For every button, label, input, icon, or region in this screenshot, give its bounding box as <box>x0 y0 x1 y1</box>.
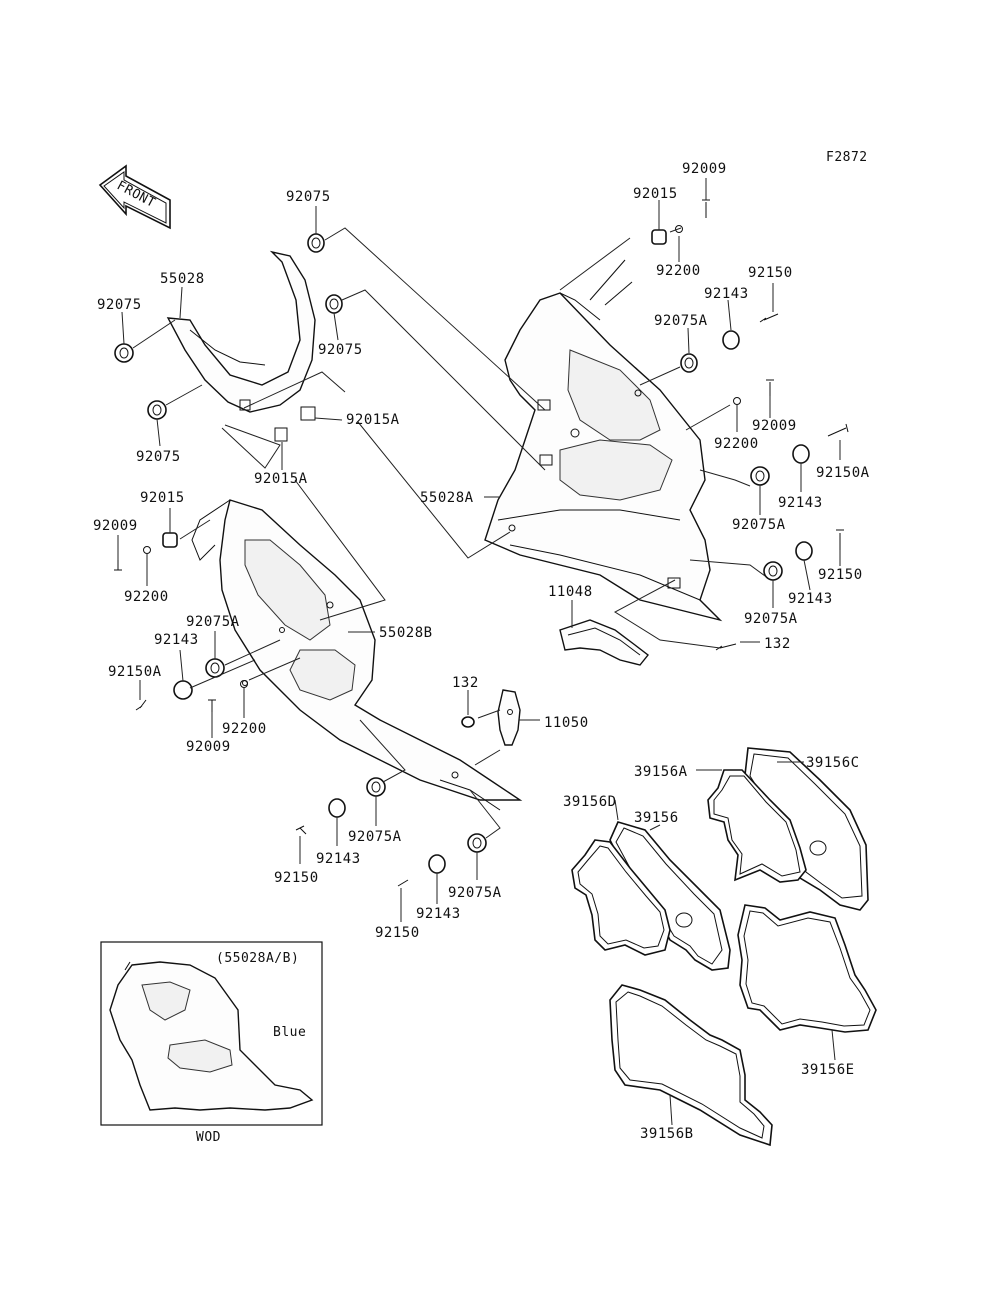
part-label: 92200 <box>124 589 169 605</box>
bracket-11050 <box>497 689 521 746</box>
leader-lines <box>117 178 841 922</box>
part-label: 92009 <box>752 418 797 434</box>
part-label: 55028A <box>420 490 474 506</box>
part-label: 11048 <box>548 584 593 600</box>
part-label: 92150A <box>816 465 870 481</box>
part-label: 92143 <box>704 286 749 302</box>
part-label: 92200 <box>714 436 759 452</box>
part-label: 39156B <box>640 1126 694 1142</box>
part-label: 92075 <box>97 297 142 313</box>
part-label: 92075 <box>286 189 331 205</box>
part-label: 39156 <box>634 810 679 826</box>
part-label: 39156D <box>563 794 617 810</box>
part-label: 39156A <box>634 764 688 780</box>
fairing-55028A <box>484 259 723 622</box>
part-label: 92009 <box>93 518 138 534</box>
part-label: 55028B <box>379 625 433 641</box>
inset-color-label: Blue <box>273 1025 306 1040</box>
inset-model-label: WOD <box>196 1130 221 1145</box>
figure-code: F2872 <box>826 150 868 165</box>
part-label: 92075A <box>654 313 708 329</box>
part-label: 92143 <box>316 851 361 867</box>
part-label: 92015A <box>254 471 308 487</box>
part-label: 92150 <box>818 567 863 583</box>
fairing-55028B <box>191 499 523 811</box>
cover-55028 <box>166 250 316 442</box>
part-label: 92075A <box>744 611 798 627</box>
part-label: 39156C <box>806 755 860 771</box>
front-label: FRONT <box>114 178 158 211</box>
part-label: 132 <box>452 675 479 691</box>
part-label: 92150 <box>274 870 319 886</box>
part-label: 92075A <box>186 614 240 630</box>
part-label: 55028 <box>160 271 205 287</box>
part-label: 11050 <box>544 715 589 731</box>
part-label: 92150A <box>108 664 162 680</box>
inset-header: (55028A/B) <box>216 951 299 966</box>
part-label: 92200 <box>656 263 701 279</box>
part-label: 92015 <box>633 186 678 202</box>
part-label: 92009 <box>682 161 727 177</box>
part-label: 92075A <box>732 517 786 533</box>
part-label: 132 <box>764 636 791 652</box>
part-label: 92143 <box>154 632 199 648</box>
variant-inset: (55028A/B) Blue WOD <box>100 941 323 1145</box>
part-label: 92143 <box>416 906 461 922</box>
part-labels: 92009 92015 92200 92150 92143 92075A 920… <box>93 161 870 1142</box>
part-label: 92015 <box>140 490 185 506</box>
part-label: 92150 <box>375 925 420 941</box>
part-label: 92150 <box>748 265 793 281</box>
part-label: 92143 <box>788 591 833 607</box>
part-label: 39156E <box>801 1062 855 1078</box>
part-label: 92143 <box>778 495 823 511</box>
part-label: 92009 <box>186 739 231 755</box>
bracket-11048 <box>559 619 649 666</box>
part-label: 92075 <box>136 449 181 465</box>
part-label: 92075A <box>448 885 502 901</box>
part-label: 92200 <box>222 721 267 737</box>
pads-39156 <box>571 747 877 1147</box>
front-arrow-icon: FRONT <box>98 164 171 230</box>
part-label: 92075 <box>318 342 363 358</box>
part-label: 92015A <box>346 412 400 428</box>
part-label: 92075A <box>348 829 402 845</box>
